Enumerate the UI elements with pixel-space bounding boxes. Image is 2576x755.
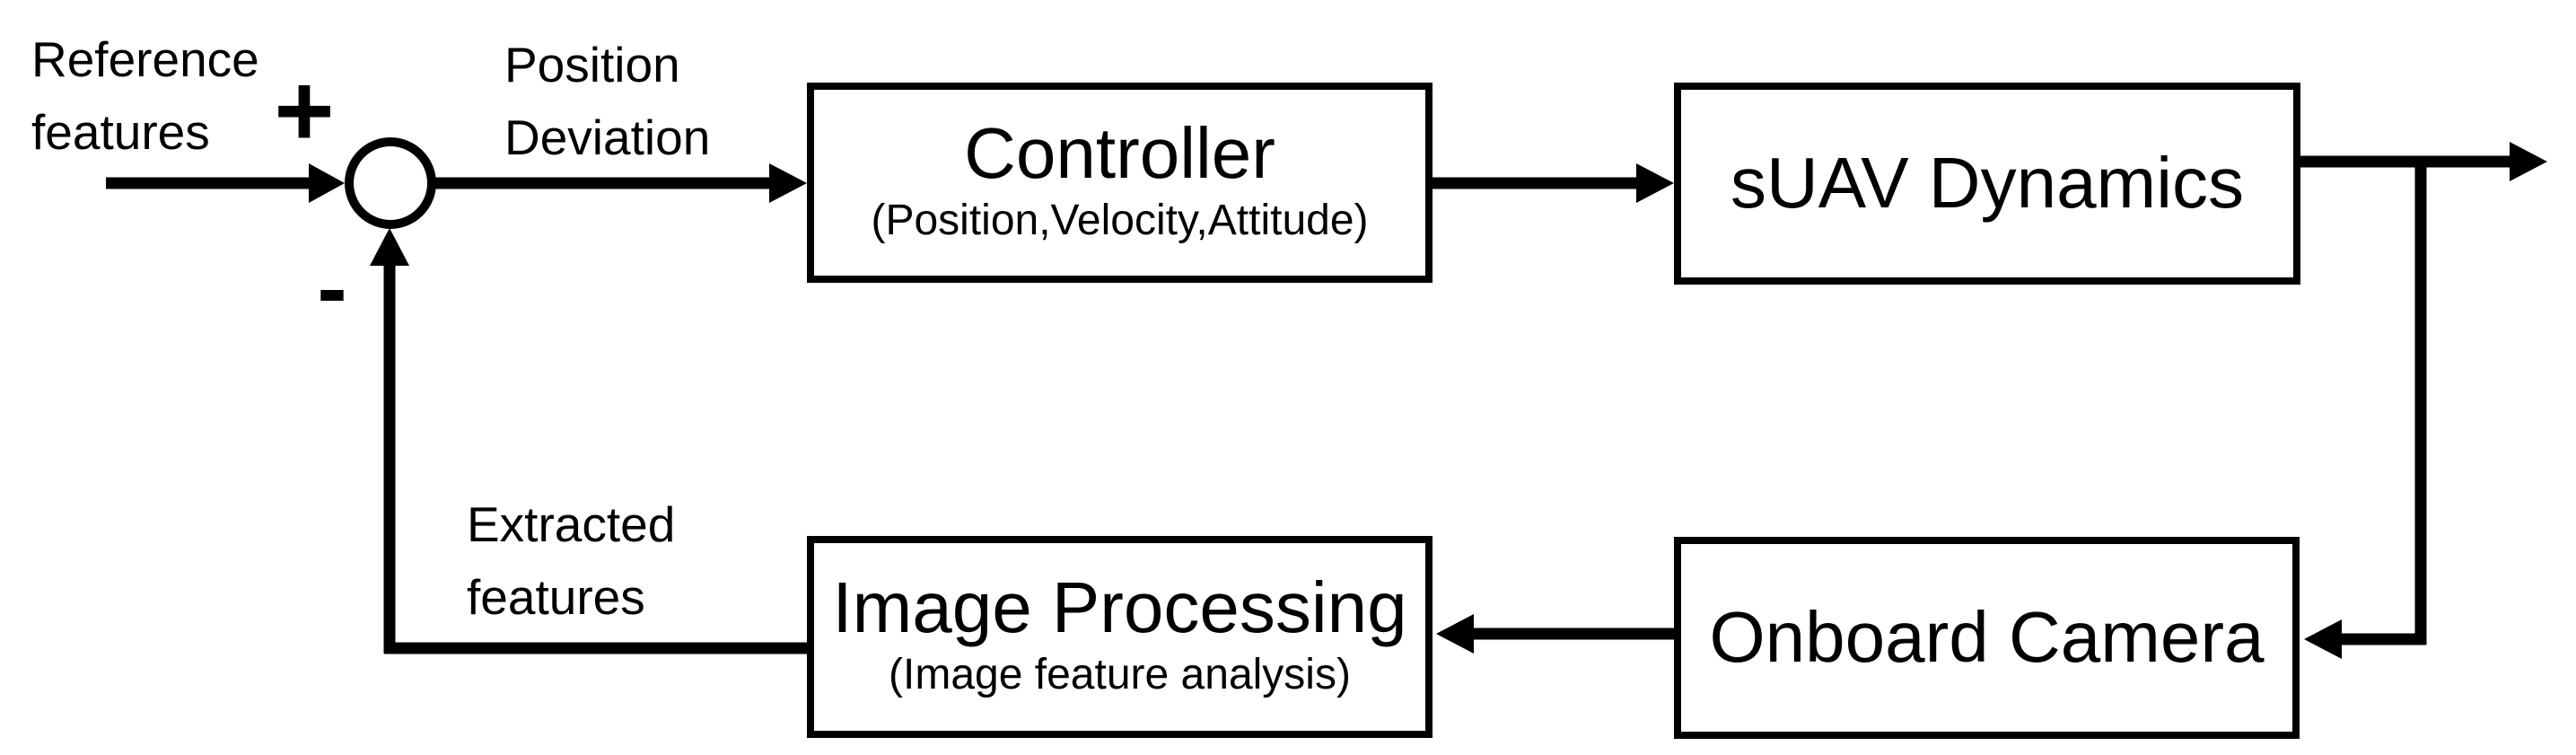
- reference-features-line1: Reference: [31, 31, 259, 87]
- extracted-features-line1: Extracted: [467, 496, 676, 552]
- controller-block-subtitle: (Position,Velocity,Attitude): [871, 197, 1369, 245]
- reference-features-line2: features: [31, 104, 210, 160]
- onboard-camera-block-title: Onboard Camera: [1709, 597, 2265, 678]
- output-arrowhead-icon: [2510, 142, 2547, 181]
- extracted-features-label: Extracted features: [467, 488, 675, 634]
- extracted-features-line2: features: [467, 569, 645, 625]
- controller-to-suav-arrowhead-icon: [1636, 163, 1674, 203]
- position-deviation-label: Position Deviation: [504, 29, 710, 174]
- controller-block: Controller (Position,Velocity,Attitude): [807, 83, 1433, 283]
- plus-sign: +: [274, 53, 335, 169]
- summing-junction-circle: [345, 137, 436, 229]
- ip-input-arrowhead-icon: [1436, 614, 1474, 654]
- deviation-arrowhead-icon: [769, 163, 807, 203]
- image-processing-block-title: Image Processing: [832, 566, 1407, 647]
- camera-input-arrowhead-icon: [2304, 619, 2342, 659]
- suav-dynamics-block-title: sUAV Dynamics: [1730, 143, 2244, 224]
- image-processing-block: Image Processing (Image feature analysis…: [807, 536, 1433, 738]
- minus-sign: -: [317, 238, 347, 338]
- summing-junction-arrowhead-icon: [370, 228, 409, 266]
- reference-input-arrowhead-icon: [309, 163, 345, 203]
- image-processing-block-subtitle: (Image feature analysis): [889, 651, 1351, 699]
- reference-features-label: Reference features: [31, 23, 259, 169]
- controller-block-title: Controller: [964, 112, 1275, 193]
- position-deviation-line2: Deviation: [504, 110, 711, 165]
- suav-dynamics-block: sUAV Dynamics: [1674, 83, 2300, 285]
- position-deviation-line1: Position: [504, 37, 680, 92]
- onboard-camera-block: Onboard Camera: [1674, 537, 2300, 739]
